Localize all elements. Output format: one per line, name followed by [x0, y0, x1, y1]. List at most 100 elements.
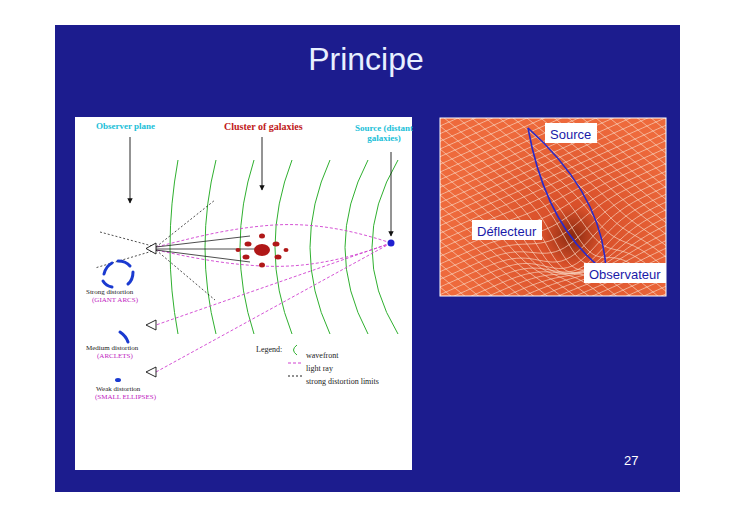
grid-line — [635, 118, 666, 278]
box-label: Source — [550, 127, 591, 143]
legend-heading: Legend: — [256, 346, 282, 355]
grid-line — [500, 118, 666, 296]
observer-eyes — [146, 243, 156, 377]
image-type-label: (SMALL ELLIPSES) — [95, 394, 156, 402]
legend-entry: light ray — [306, 357, 333, 369]
legend-text: strong distortion limits — [306, 377, 379, 386]
box-label: Déflecteur — [477, 224, 536, 240]
grid-line — [482, 266, 666, 296]
grid-line — [473, 118, 666, 296]
grid-line — [440, 211, 666, 296]
grid-line — [440, 121, 666, 296]
grid-line — [452, 241, 666, 296]
legend-text: light ray — [306, 364, 333, 373]
leader-arrows — [130, 137, 391, 236]
box-label: Observateur — [589, 267, 661, 283]
grid-line — [440, 118, 666, 296]
grid-line — [644, 118, 666, 274]
grid-line — [440, 181, 666, 296]
source-dot — [388, 240, 395, 247]
wavefront-arc — [345, 160, 368, 334]
grid-line — [440, 231, 666, 296]
distortion-label: Strong distortion — [86, 289, 133, 297]
grid-line — [440, 118, 666, 296]
grid-line — [554, 118, 666, 296]
grid-line — [509, 118, 666, 296]
grid-line — [470, 256, 666, 296]
image-type-label: (GIANT ARCS) — [92, 297, 138, 305]
grid-line — [440, 118, 666, 296]
distortion-label: Weak distortion — [96, 386, 140, 394]
galaxy-cluster — [236, 234, 289, 268]
grid-line — [440, 118, 666, 296]
grid-line — [440, 166, 666, 296]
grid-line — [440, 196, 666, 296]
grid-line — [440, 216, 666, 296]
light-rays — [156, 225, 391, 372]
wavefront-arc — [372, 160, 398, 334]
slide-background — [55, 25, 680, 492]
grid-line — [581, 118, 666, 296]
grid-line — [440, 118, 666, 296]
label-box: Source — [545, 123, 597, 143]
grid-line — [572, 118, 666, 296]
strong-distortion-limits — [95, 200, 260, 300]
grid-line — [440, 118, 666, 246]
grid-line — [440, 118, 666, 251]
grid-line — [440, 118, 666, 296]
grid-line — [440, 118, 666, 296]
grid-line — [440, 201, 666, 296]
grid-line — [536, 118, 666, 296]
grid-line — [440, 118, 666, 296]
grid-line — [440, 118, 666, 296]
label-box: Observateur — [584, 263, 666, 283]
grid-line — [440, 118, 666, 296]
grid-line — [491, 118, 666, 296]
grid-line — [440, 118, 666, 296]
grid-line — [440, 161, 666, 296]
grid-line — [440, 118, 666, 296]
legend-text: wavefront — [306, 351, 338, 360]
label-box: Déflecteur — [472, 220, 542, 240]
wavefront-arc — [275, 160, 292, 334]
grid-line — [662, 118, 666, 266]
grid-line — [440, 118, 666, 296]
grid-line — [440, 118, 666, 256]
grid-line — [440, 118, 666, 296]
grid-line — [440, 118, 666, 296]
legend-sample — [288, 363, 302, 364]
wavefront-arc — [310, 160, 330, 334]
grid-line — [440, 206, 666, 296]
grid-line — [440, 118, 666, 296]
grid-line — [440, 118, 666, 296]
grid-line — [440, 118, 666, 296]
grid-line — [626, 118, 666, 282]
page-number: 27 — [624, 454, 638, 468]
grid-line — [440, 186, 527, 296]
grid-line — [617, 118, 666, 286]
slide-title: Principe — [0, 42, 732, 77]
legend-entry: wavefront — [306, 344, 338, 356]
grid-line — [440, 118, 666, 296]
legend-sample — [294, 345, 298, 355]
distortion-label: Medium distortion — [86, 345, 138, 353]
spacetime-surface — [440, 118, 666, 296]
grid-line — [440, 118, 666, 296]
wavefront-arc — [205, 160, 216, 334]
grid-line — [545, 118, 666, 296]
grid-line — [563, 118, 666, 296]
grid-line — [440, 118, 666, 296]
grid-line — [440, 118, 666, 296]
grid-line — [440, 118, 666, 296]
wavefront-arc — [240, 160, 254, 334]
grid-line — [440, 171, 666, 296]
grid-line — [440, 176, 666, 296]
grid-line — [440, 151, 666, 296]
grid-line — [653, 118, 666, 270]
image-type-label: (ARCLETS) — [97, 353, 133, 361]
grid-line — [464, 251, 666, 296]
grid-line — [440, 131, 666, 296]
grid-line — [440, 146, 666, 296]
grid-line — [446, 118, 666, 296]
